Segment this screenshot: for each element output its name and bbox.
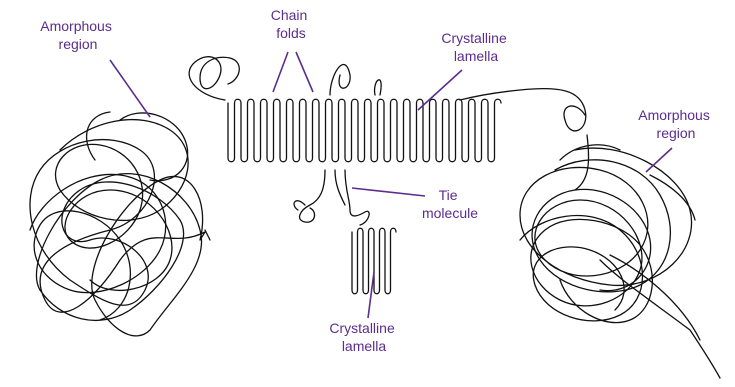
crystalline-lamella-top <box>228 99 501 162</box>
leader-chain-folds-1 <box>273 52 288 92</box>
leader-amorphous-right <box>646 148 672 172</box>
leader-amorphous-left <box>110 60 150 117</box>
folded-chain-bottom <box>352 228 396 294</box>
label-amorphous-right: Amorphous region <box>638 107 713 141</box>
leader-tie-molecule <box>352 188 425 196</box>
label-amorphous-left: Amorphous region <box>40 18 115 52</box>
label-crystalline-bottom: Crystalline lamella <box>329 320 398 354</box>
label-tie-molecule: Tie molecule <box>422 187 478 221</box>
folded-chain-top <box>228 99 501 162</box>
crystalline-lamella-bottom <box>352 228 396 294</box>
label-chain-folds: Chain folds <box>271 7 311 41</box>
loops-top <box>189 57 586 131</box>
amorphous-region-right <box>520 145 720 378</box>
label-crystalline-top: Crystalline lamella <box>441 30 510 64</box>
amorphous-region-left <box>30 112 205 336</box>
leader-chain-folds-2 <box>296 52 313 92</box>
